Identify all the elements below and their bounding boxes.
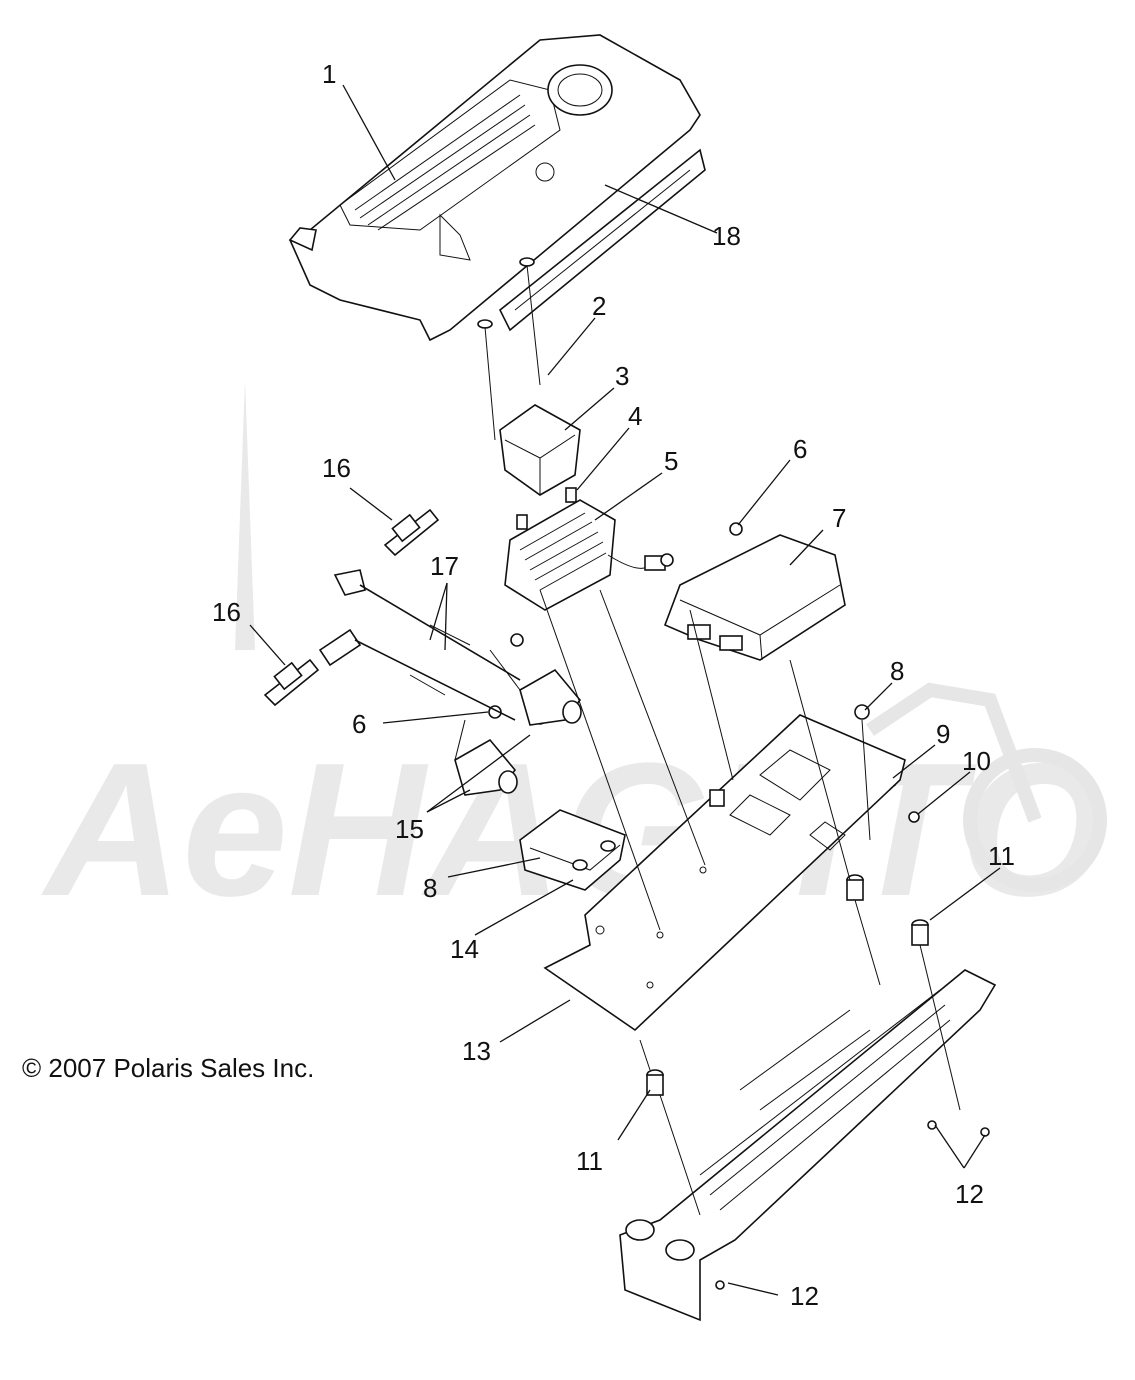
callout-17: 17 [430, 551, 459, 581]
part-3-regulator [499, 404, 581, 496]
watermark-tower-icon [235, 380, 255, 650]
callout-10: 10 [962, 746, 991, 776]
callout-13: 13 [462, 1036, 491, 1066]
callout-16-lower: 16 [212, 597, 241, 627]
part-18-decal [498, 148, 706, 332]
part-10-screw [908, 811, 920, 823]
callout-7: 7 [832, 503, 846, 533]
part-11-standoff [646, 874, 929, 1096]
callout-12-right: 12 [955, 1179, 984, 1209]
callout-6-lower: 6 [352, 709, 366, 739]
callout-11-lower: 11 [576, 1146, 603, 1176]
part-12-heat-shield [619, 969, 997, 1322]
part-5-rectifier [504, 499, 666, 611]
watermark-motorcycle-frame-icon [866, 682, 1042, 823]
callout-2: 2 [592, 291, 606, 321]
callout-4: 4 [628, 401, 642, 431]
leader-lines [249, 84, 1001, 1296]
watermark-wheel-icon [963, 748, 1107, 892]
part-16-spark-plug-lower [263, 658, 320, 707]
part-8-nut [854, 704, 870, 720]
callout-labels: 1 2 3 4 5 6 6 7 8 8 9 10 11 11 12 12 13 … [212, 59, 1015, 1311]
callout-14: 14 [450, 934, 479, 964]
part-13-mounting-plate [543, 714, 906, 1032]
assembly-lines [539, 589, 961, 1216]
callout-18: 18 [712, 221, 741, 251]
part-15-ignition-coil [454, 649, 582, 796]
callout-6-upper: 6 [793, 434, 807, 464]
callout-3: 3 [615, 361, 629, 391]
callout-5: 5 [664, 446, 678, 476]
copyright-notice: © 2007 Polaris Sales Inc. [22, 1053, 314, 1083]
callout-8-upper: 8 [890, 656, 904, 686]
part-7-cdi-box [663, 534, 846, 661]
callout-9: 9 [936, 719, 950, 749]
part-4-spacer [516, 487, 577, 530]
part-1-airbox-cover [288, 34, 701, 342]
callout-15: 15 [395, 814, 424, 844]
part-17-plug-wire [318, 569, 521, 721]
callout-1: 1 [322, 59, 336, 89]
callout-8-lower: 8 [423, 873, 437, 903]
part-2-bolt [477, 257, 541, 441]
callout-16-upper: 16 [322, 453, 351, 483]
part-14-coil-bracket [519, 809, 626, 891]
part-16-spark-plug-upper [383, 508, 440, 557]
callout-12-bottom: 12 [790, 1281, 819, 1311]
callout-11-upper: 11 [988, 841, 1015, 871]
